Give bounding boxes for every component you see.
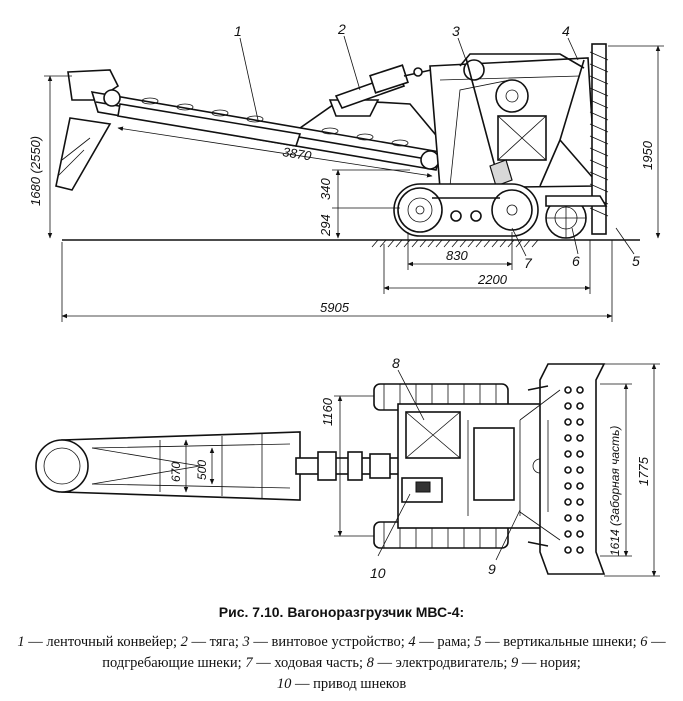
callout-7: 7 — [524, 255, 533, 271]
dimension-1614: 1614 (Заборная часть) — [600, 383, 632, 557]
dim-3870-text: 3870 — [282, 144, 314, 163]
callout-3: 3 — [452, 23, 460, 39]
dimension-3870: 3870 — [117, 126, 433, 178]
ground-hatch — [371, 239, 539, 248]
dimension-670-500: 670 500 — [169, 439, 215, 493]
callout-8: 8 — [392, 355, 400, 371]
dim-1775-text: 1775 — [636, 456, 651, 486]
side-view: 1 2 3 4 5 6 7 3870 1680 (2550) 1950 340 — [28, 21, 664, 322]
dimension-340-294: 340 294 — [318, 169, 410, 239]
figure-title: Рис. 7.10. Вагоноразгрузчик МВС-4: — [218, 604, 465, 620]
screw-head-plan — [519, 363, 606, 575]
legend-item: 8 — электродвигатель; — [366, 655, 508, 671]
dimension-1775: 1775 — [604, 363, 660, 577]
frame-plan — [397, 403, 549, 529]
plan-view: 8 9 10 1160 670 500 1775 1614 (Заборная … — [35, 355, 660, 581]
callout-5: 5 — [632, 253, 640, 269]
legend-item: 2 — тяга; — [180, 634, 239, 650]
legend-item: 7 — ходовая часть; — [245, 655, 364, 671]
callout-leaders — [239, 35, 635, 257]
dimension-1160: 1160 — [320, 395, 374, 537]
dim-1950-text: 1950 — [640, 140, 655, 170]
dim-500-text: 500 — [195, 460, 209, 480]
dim-294-text: 294 — [318, 214, 333, 237]
dim-1160-text: 1160 — [320, 397, 335, 426]
plan-callout-leaders — [377, 369, 521, 561]
dimension-1950: 1950 — [608, 45, 664, 239]
callout-1: 1 — [234, 23, 242, 39]
dim-670-text: 670 — [169, 462, 183, 482]
vertical-screw — [589, 43, 609, 235]
dim-1614-text: 1614 (Заборная часть) — [608, 426, 622, 556]
dim-830-text: 830 — [446, 248, 468, 263]
dim-340-text: 340 — [318, 178, 333, 200]
legend-item: 1 — ленточный конвейер; — [17, 634, 178, 650]
raking-screw — [545, 195, 608, 239]
callout-2: 2 — [337, 21, 346, 37]
dimension-5905: 5905 — [61, 240, 613, 322]
figure-legend: 1 — ленточный конвейер; 2 — тяга; 3 — ви… — [0, 632, 683, 695]
main-frame — [429, 53, 601, 189]
dimension-830: 830 — [407, 232, 513, 270]
legend-item: 6 — подгребающие шнеки; — [102, 634, 666, 671]
legend-item: 4 — рама; — [408, 634, 471, 650]
pull-rod — [334, 64, 441, 109]
drive-shaft-plan — [295, 451, 401, 481]
legend-item: 5 — вертикальные шнеки; — [474, 634, 637, 650]
conveyor-boom-plan — [35, 431, 301, 501]
callout-10: 10 — [370, 565, 386, 581]
callout-9: 9 — [488, 561, 496, 577]
legend-item: 3 — винтовое устройство; — [242, 634, 405, 650]
legend-item: 10 — привод шнеков — [276, 676, 407, 692]
dimension-2200: 2200 — [383, 240, 591, 294]
undercarriage — [393, 183, 539, 237]
legend-item: 9 — нория; — [511, 655, 581, 671]
dim-5905-text: 5905 — [320, 300, 350, 315]
callout-4: 4 — [562, 23, 570, 39]
dim-1680-text: 1680 (2550) — [28, 136, 43, 206]
dim-2200-text: 2200 — [477, 272, 508, 287]
callout-6: 6 — [572, 253, 580, 269]
screw-device — [465, 57, 513, 187]
dimension-1680: 1680 (2550) — [28, 75, 72, 239]
technical-drawing: 1 2 3 4 5 6 7 3870 1680 (2550) 1950 340 — [28, 21, 664, 581]
discharge-chute — [55, 117, 112, 191]
figure-caption: Рис. 7.10. Вагоноразгрузчик МВС-4: 1 — л… — [0, 604, 683, 695]
